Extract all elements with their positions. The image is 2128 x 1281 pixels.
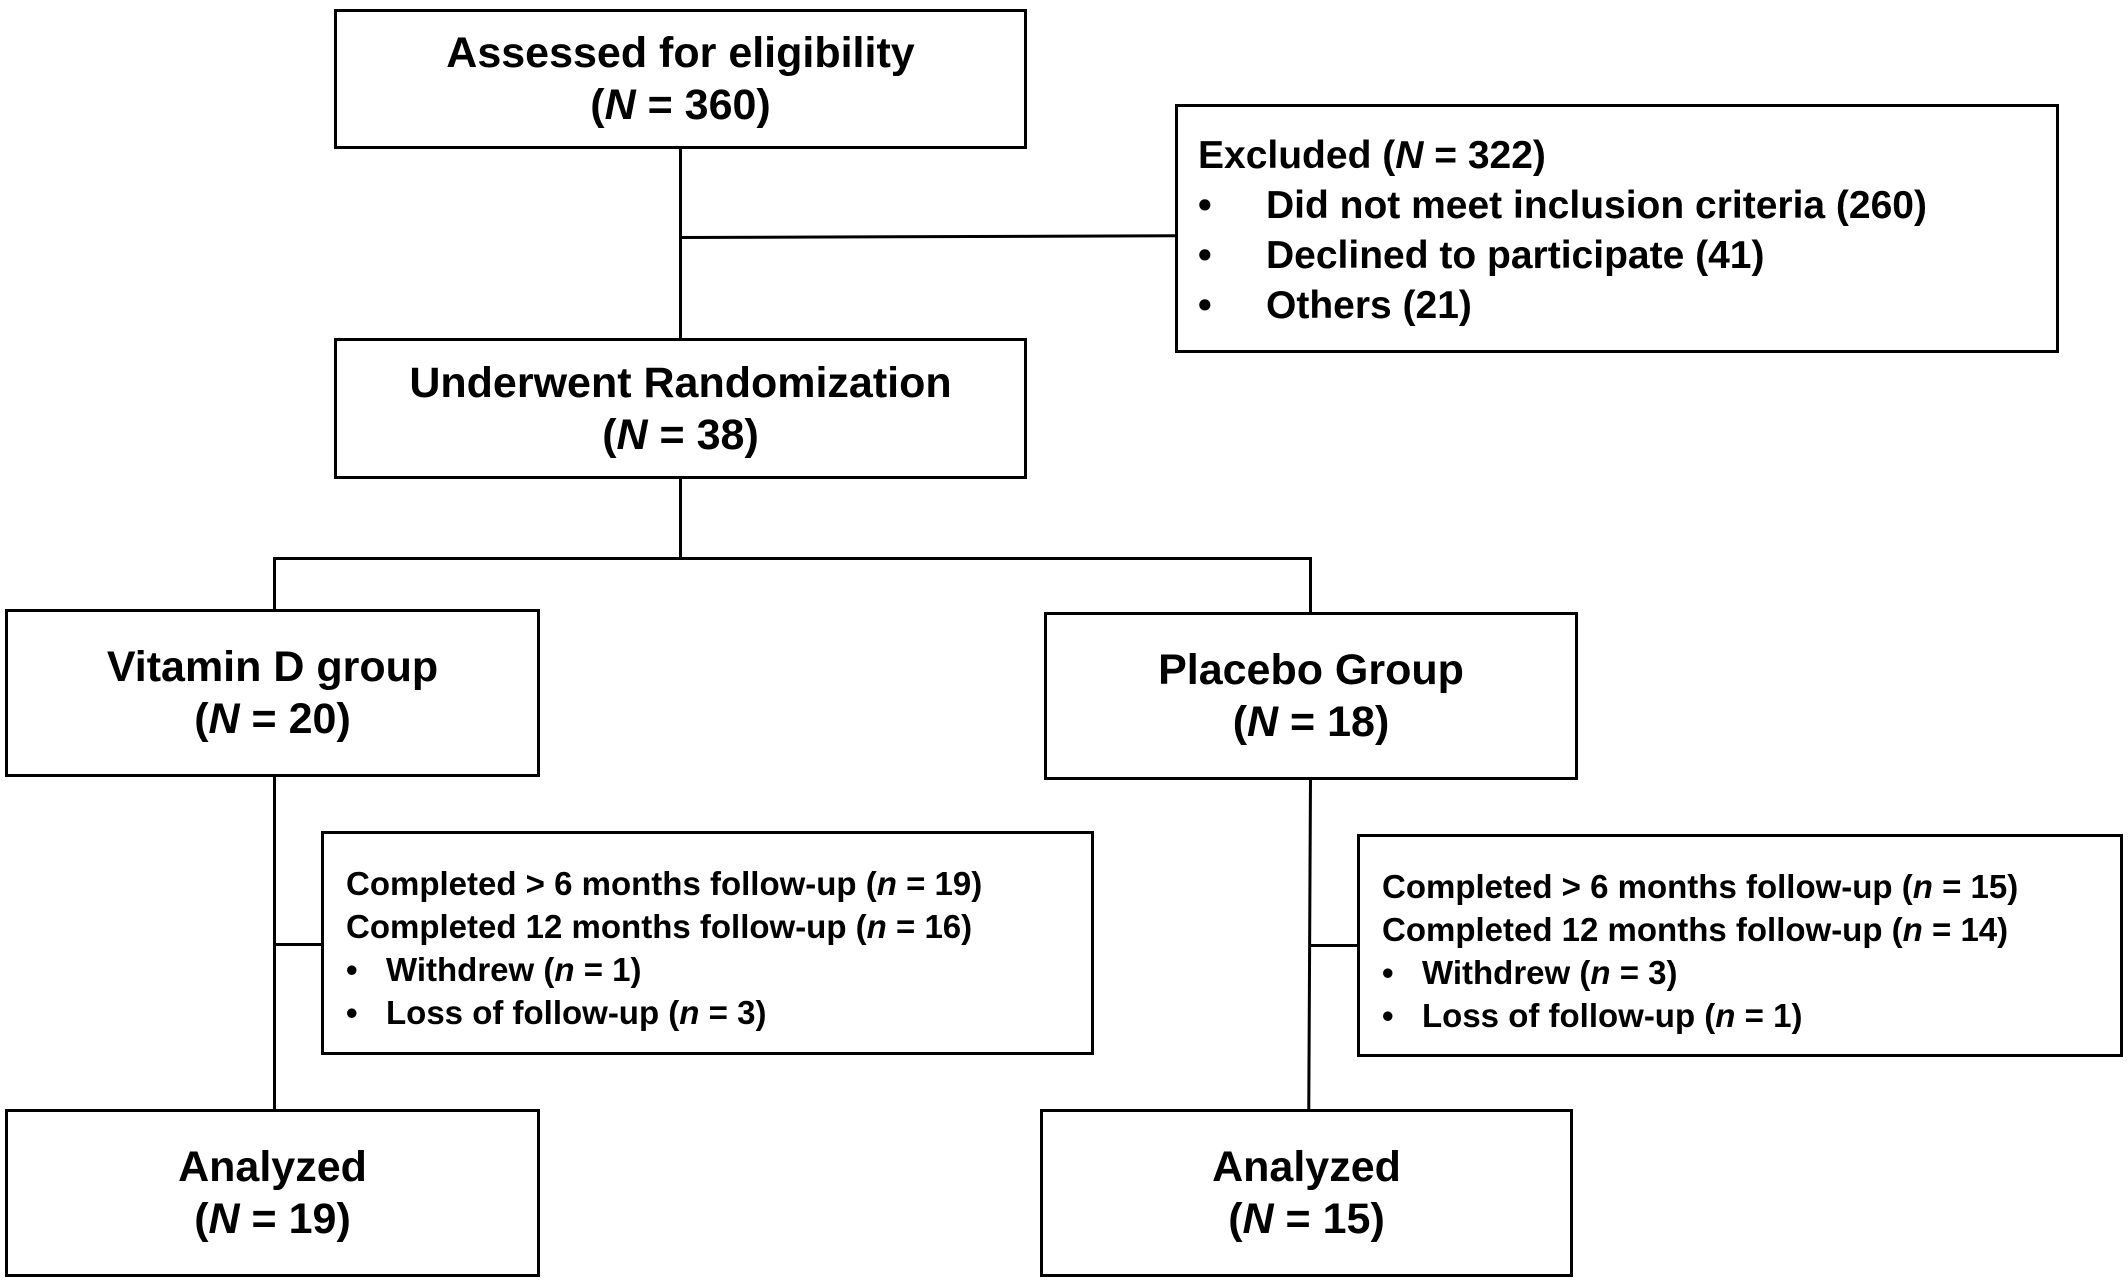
- bullet-icon: •: [346, 994, 358, 1031]
- excluded-n-val: 322: [1467, 134, 1533, 177]
- connector-branch-horizontal: [273, 557, 1312, 560]
- excluded-box: Excluded (N = 322) • Did not meet inclusi…: [1175, 104, 2059, 353]
- assessed-title: Assessed for eligibility: [446, 29, 915, 77]
- vitamin-d-followup-box: Completed > 6 months follow-up (n = 19) …: [321, 831, 1094, 1055]
- vitamin-d-analyzed-title: Analyzed: [178, 1143, 367, 1191]
- followup-item: •Loss of follow-up (n = 1): [1382, 994, 2120, 1037]
- excluded-item-label: Others (21): [1266, 284, 1472, 327]
- followup-label: Completed > 6 months follow-up: [1382, 868, 1893, 905]
- vitamin-d-analyzed-n-var: N: [208, 1195, 240, 1243]
- excluded-item-label: Declined to participate (41): [1266, 234, 1765, 277]
- connector-placebo-to-followup: [1309, 944, 1359, 947]
- followup-n-var: n: [554, 951, 575, 988]
- followup-value: 3: [1648, 954, 1667, 991]
- randomization-n-val: 38: [696, 410, 745, 459]
- excluded-n-var: N: [1395, 134, 1424, 177]
- followup-label: Withdrew: [1422, 954, 1571, 991]
- placebo-followup-box: Completed > 6 months follow-up (n = 15) …: [1357, 834, 2123, 1057]
- placebo-analyzed-count: (N = 15): [1228, 1195, 1385, 1243]
- vitamin-d-count: (N = 20): [194, 695, 351, 743]
- followup-item: •Withdrew (n = 1): [346, 948, 1091, 991]
- followup-value: 15: [1970, 868, 2008, 905]
- randomization-n-var: N: [616, 410, 648, 459]
- randomization-box: Underwent Randomization (N = 38): [334, 338, 1027, 479]
- bullet-icon: •: [1198, 184, 1212, 227]
- excluded-item-label: Did not meet inclusion criteria (260): [1266, 184, 1927, 227]
- followup-n-var: n: [679, 994, 700, 1031]
- vitamin-d-analyzed-count: (N = 19): [194, 1195, 351, 1243]
- placebo-analyzed-box: Analyzed (N = 15): [1040, 1109, 1573, 1277]
- vitamin-d-n-val: 20: [288, 695, 337, 743]
- followup-value: 16: [924, 908, 962, 945]
- bullet-icon: •: [1382, 954, 1394, 991]
- bullet-icon: •: [1198, 234, 1212, 277]
- followup-item: •Loss of follow-up (n = 3): [346, 991, 1091, 1034]
- followup-n-var: n: [1715, 997, 1736, 1034]
- excluded-title: Excluded (N = 322): [1198, 134, 1546, 177]
- assessed-n-var: N: [604, 81, 636, 129]
- connector-to-excluded: [680, 234, 1178, 239]
- followup-value: 3: [737, 994, 756, 1031]
- vitamin-d-n-var: N: [208, 695, 240, 743]
- vitamin-d-title: Vitamin D group: [106, 643, 439, 691]
- excluded-title-text: Excluded (: [1198, 134, 1396, 177]
- placebo-analyzed-title: Analyzed: [1212, 1143, 1401, 1191]
- randomization-count: (N = 38): [602, 410, 759, 459]
- connector-branch-right: [1309, 557, 1312, 614]
- randomization-title: Underwent Randomization: [409, 358, 952, 407]
- followup-n-var: n: [1912, 868, 1933, 905]
- followup-value: 19: [934, 865, 972, 902]
- placebo-count: (N = 18): [1232, 698, 1390, 746]
- followup-n-var: n: [876, 865, 897, 902]
- connector-branch-left: [273, 557, 276, 611]
- followup-label: Completed > 6 months follow-up: [346, 865, 857, 902]
- connector-vitd-to-followup: [273, 943, 323, 946]
- placebo-group-box: Placebo Group (N = 18): [1044, 612, 1578, 780]
- followup-line: Completed 12 months follow-up (n = 16): [346, 908, 973, 945]
- assessed-count: (N = 360): [590, 81, 771, 129]
- followup-n-var: n: [1590, 954, 1611, 991]
- placebo-n-var: N: [1247, 698, 1279, 746]
- placebo-title: Placebo Group: [1158, 646, 1464, 694]
- followup-value: 1: [612, 951, 631, 988]
- bullet-icon: •: [1198, 284, 1212, 327]
- excluded-item: • Declined to participate (41): [1198, 231, 2056, 281]
- connector-randomization-down: [679, 477, 682, 559]
- followup-label: Completed 12 months follow-up: [1382, 911, 1883, 948]
- followup-n-var: n: [866, 908, 887, 945]
- vitamin-d-group-box: Vitamin D group (N = 20): [5, 609, 540, 777]
- followup-label: Withdrew: [386, 951, 535, 988]
- vitamin-d-analyzed-box: Analyzed (N = 19): [5, 1109, 540, 1277]
- vitamin-d-analyzed-n-val: 19: [288, 1195, 337, 1243]
- followup-line: Completed 12 months follow-up (n = 14): [1382, 911, 2009, 948]
- bullet-icon: •: [346, 951, 358, 988]
- followup-value: 14: [1960, 911, 1998, 948]
- followup-label: Loss of follow-up: [386, 994, 660, 1031]
- placebo-analyzed-n-var: N: [1242, 1195, 1274, 1243]
- followup-value: 1: [1773, 997, 1792, 1034]
- excluded-item: • Others (21): [1198, 281, 2056, 331]
- followup-label: Loss of follow-up: [1422, 997, 1696, 1034]
- placebo-n-val: 18: [1327, 698, 1375, 746]
- connector-assessed-to-randomization: [679, 148, 682, 340]
- placebo-analyzed-n-val: 15: [1322, 1195, 1371, 1243]
- followup-n-var: n: [1902, 911, 1923, 948]
- assessed-n-val: 360: [684, 81, 757, 129]
- assessed-box: Assessed for eligibility (N = 360): [334, 9, 1027, 149]
- followup-line: Completed > 6 months follow-up (n = 19): [346, 865, 983, 902]
- followup-label: Completed 12 months follow-up: [346, 908, 847, 945]
- excluded-item: • Did not meet inclusion criteria (260): [1198, 181, 2056, 231]
- followup-item: •Withdrew (n = 3): [1382, 951, 2120, 994]
- followup-line: Completed > 6 months follow-up (n = 15): [1382, 868, 2019, 905]
- bullet-icon: •: [1382, 997, 1394, 1034]
